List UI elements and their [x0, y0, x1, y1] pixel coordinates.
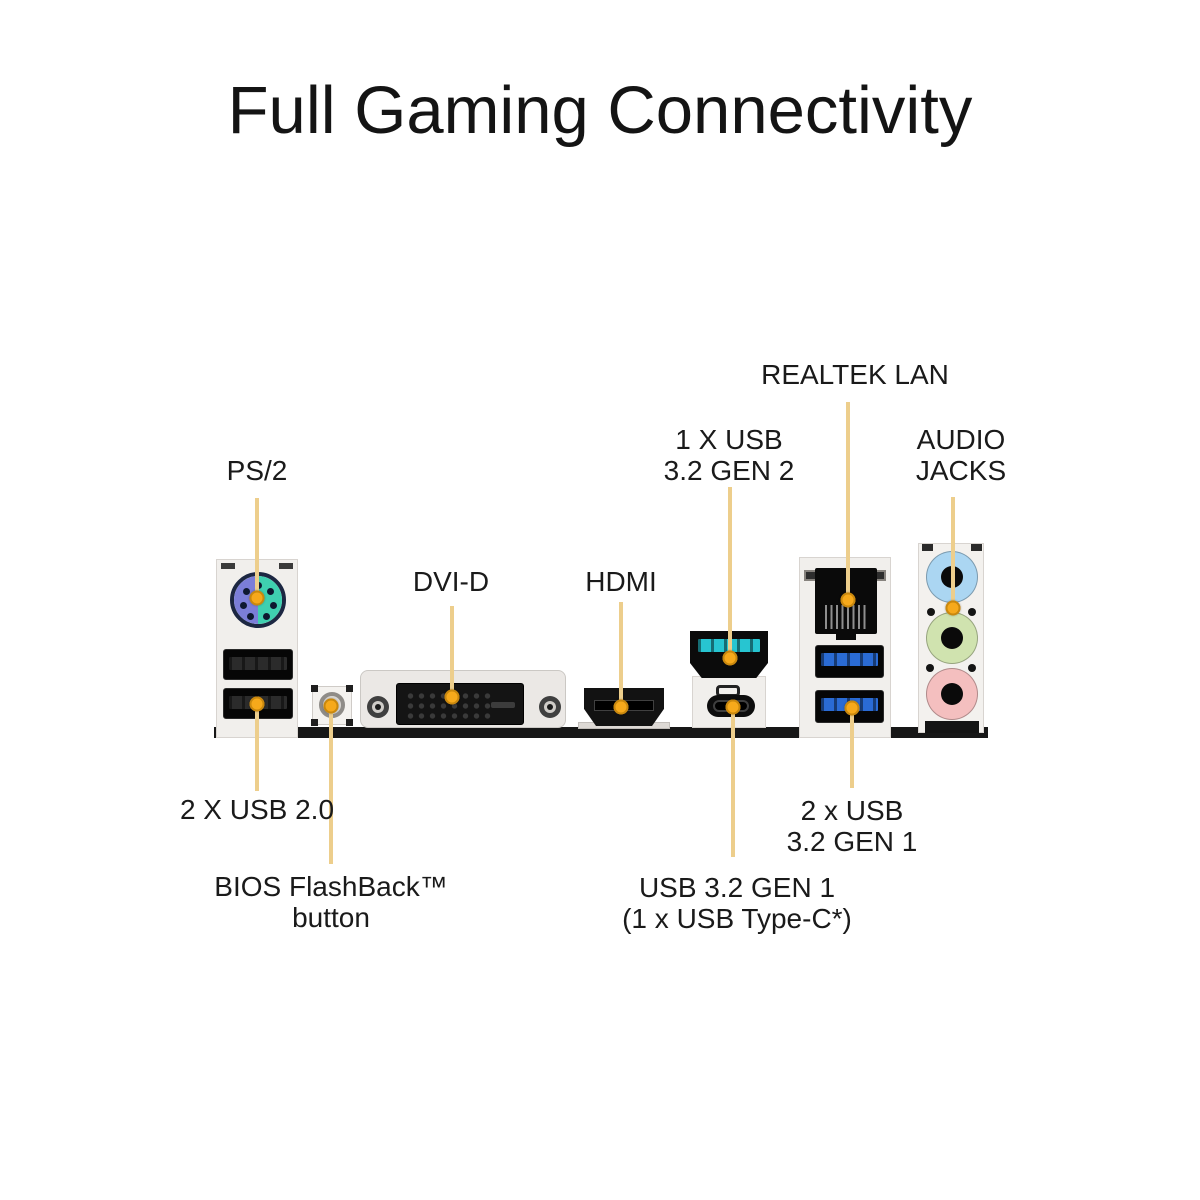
- leader-dot-typec: [725, 699, 741, 715]
- lan-contacts: [825, 605, 867, 629]
- motherboard-edge-bar: [214, 727, 988, 738]
- usb2-port-1: [223, 649, 293, 680]
- leader-dot-ps2: [249, 590, 265, 606]
- leader-dot-lan: [840, 592, 856, 608]
- leader-typec: [731, 707, 735, 857]
- usb-gen1-tongue: [821, 653, 878, 666]
- audio-jack-line-out: [926, 612, 978, 664]
- label-audio-jacks: AUDIO JACKS: [915, 424, 1007, 486]
- usb2-tongue: [229, 657, 287, 670]
- leader-ps2: [255, 498, 259, 598]
- label-bios-flashback: BIOS FlashBack™ button: [214, 871, 448, 933]
- leader-dot-usb-gen1: [844, 700, 860, 716]
- leader-audio: [951, 497, 955, 608]
- dvi-connector: [396, 683, 524, 725]
- leader-dot-usb2: [249, 696, 265, 712]
- screw-hole-icon: [367, 696, 389, 718]
- bracket-tab-icon: [922, 544, 933, 551]
- leader-hdmi: [619, 602, 623, 707]
- audio-jacks-block: [918, 543, 984, 733]
- bracket-tab-icon: [279, 563, 293, 569]
- screw-hole-icon: [539, 696, 561, 718]
- label-hdmi: HDMI: [585, 566, 657, 597]
- leader-dot-usb-gen2: [722, 650, 738, 666]
- label-usb-gen1: 2 x USB 3.2 GEN 1: [786, 795, 918, 857]
- dvi-blade-slot: [491, 702, 515, 708]
- usb-gen1-port-1: [815, 645, 884, 678]
- bracket-tab-icon: [971, 544, 982, 551]
- leader-usb-gen2: [728, 487, 732, 658]
- label-realtek-lan: REALTEK LAN: [761, 359, 949, 390]
- label-usb-typec: USB 3.2 GEN 1 (1 x USB Type-C*): [622, 872, 852, 934]
- label-usb2: 2 X USB 2.0: [179, 794, 335, 825]
- page-title: Full Gaming Connectivity: [227, 73, 973, 148]
- label-usb-gen2: 1 X USB 3.2 GEN 2: [663, 424, 795, 486]
- leader-lan: [846, 402, 850, 600]
- leader-dot-hdmi: [613, 699, 629, 715]
- dvi-d-port: [360, 670, 566, 728]
- leader-dot-audio: [945, 600, 961, 616]
- leader-dot-bios: [323, 698, 339, 714]
- label-ps2: PS/2: [226, 455, 288, 486]
- leader-dot-dvi: [444, 689, 460, 705]
- leader-dvi: [450, 606, 454, 697]
- bracket-tab-icon: [221, 563, 235, 569]
- leader-usb-gen1: [850, 708, 854, 788]
- leader-usb2: [255, 705, 259, 791]
- label-dvi-d: DVI-D: [412, 566, 490, 597]
- usb-gen1-port-2: [815, 690, 884, 723]
- audio-jack-mic: [926, 668, 978, 720]
- leader-bios: [329, 706, 333, 864]
